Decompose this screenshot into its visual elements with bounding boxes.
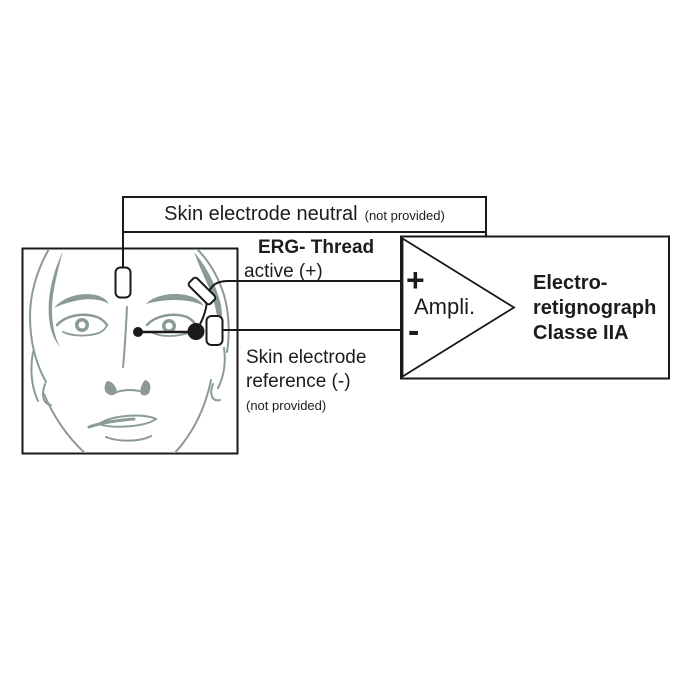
ear-left bbox=[30, 351, 39, 402]
neutral-label-box bbox=[122, 196, 487, 233]
amplifier-name: Ampli. bbox=[414, 294, 476, 319]
nose-bridge bbox=[122, 306, 128, 368]
neutral-label-text: Skin electrode neutral bbox=[164, 203, 358, 225]
forehead-electrode-icon bbox=[114, 266, 132, 299]
device-label-line3: Classe IIA bbox=[533, 322, 629, 344]
amplifier-minus-input: - bbox=[408, 312, 420, 350]
reference-label-line2: reference (-) bbox=[246, 371, 351, 392]
lip-line bbox=[87, 417, 136, 429]
jaw-right bbox=[173, 379, 212, 453]
pupil-highlight-left bbox=[78, 321, 86, 329]
eye-dot-small bbox=[133, 327, 143, 337]
nostril-left bbox=[104, 381, 117, 396]
neutral-electrode-label: Skin electrode neutral (not provided) bbox=[123, 197, 486, 232]
erg-thread-label-line1: ERG- Thread bbox=[258, 237, 375, 258]
neutral-label-note: (not provided) bbox=[364, 208, 445, 223]
amplifier-plus-input: + bbox=[406, 262, 425, 298]
pupil-highlight-right bbox=[165, 322, 173, 330]
device-label-line2: retignograph bbox=[533, 297, 657, 319]
nostril-right bbox=[140, 380, 151, 396]
amplifier-box bbox=[400, 235, 670, 380]
reference-label-note: (not provided) bbox=[246, 398, 327, 413]
eye-dot-large bbox=[187, 323, 205, 340]
reference-label-line1: Skin electrode bbox=[246, 347, 367, 368]
lower-lip bbox=[105, 435, 152, 442]
op-amp-triangle-icon bbox=[401, 236, 516, 379]
hair-right-outline bbox=[196, 249, 230, 353]
hair-left-outline bbox=[28, 249, 50, 383]
device-label-line1: Electro- bbox=[533, 272, 608, 294]
eyebrow-left bbox=[54, 294, 109, 308]
eyebrow-right bbox=[146, 294, 204, 306]
eye-left-upper-lid bbox=[55, 313, 109, 327]
ear-right bbox=[217, 347, 226, 389]
reference-electrode-icon bbox=[205, 315, 224, 346]
device-label: Electro- retignograph Classe IIA bbox=[533, 271, 656, 346]
upper-lip bbox=[96, 414, 158, 428]
eye-right-upper-lid bbox=[145, 313, 198, 327]
eye-left-lower-lid bbox=[62, 324, 108, 337]
earlobe-right bbox=[210, 383, 221, 402]
hair-left-strand bbox=[48, 251, 63, 347]
erg-thread-label-line2: active (+) bbox=[244, 261, 323, 282]
jaw-left bbox=[43, 393, 87, 453]
erg-thread-label: ERG- Thread active (+) bbox=[244, 236, 374, 284]
erg-thread-electrode-icon bbox=[187, 276, 217, 306]
nose-base bbox=[111, 389, 140, 395]
reference-electrode-label: Skin electrode reference (-) (not provid… bbox=[246, 346, 366, 415]
